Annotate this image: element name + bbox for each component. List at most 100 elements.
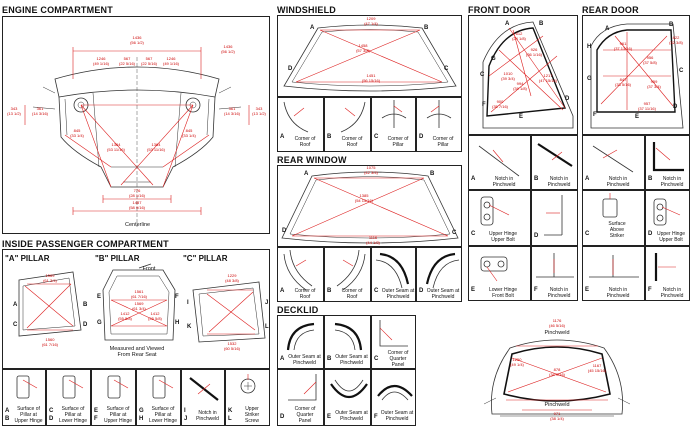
- front-door-drawing: [482, 21, 574, 129]
- decklid-detail-e-letter: E: [327, 414, 332, 420]
- rear-window-detail-a-letter: A: [280, 288, 285, 294]
- engine-centerline-label: Centerline: [125, 222, 151, 228]
- b-pillar-letter-e: E: [97, 294, 102, 300]
- rear-door-dim-3: 847 (33 5/16): [614, 77, 631, 87]
- engine-dim-6: 343 (13 1/2): [7, 106, 21, 116]
- inside-detail-gh-caption: Surface of Pillar at Lower Hinge: [148, 406, 178, 424]
- front-door-detail-e-caption: Lower Hinge Front Bolt: [488, 287, 518, 299]
- windshield-letter-c: C: [444, 66, 449, 72]
- front-door-letter-c: C: [480, 72, 485, 78]
- decklid-pinchweld-bottom: Pinchweld: [544, 402, 570, 408]
- decklid-detail-f-caption: Outer Seam at Pinchweld: [380, 410, 414, 422]
- rear-window-detail-c: C Outer Seam at Pinchweld: [371, 247, 416, 302]
- windshield-detail-b-letter: B: [327, 134, 332, 140]
- a-pillar-letter-b: B: [83, 302, 88, 308]
- b-pillar-note: Measured and Viewed From Rear Seat: [109, 346, 165, 358]
- front-door-detail-c: C Upper Hinge Upper Bolt: [468, 190, 531, 246]
- front-door-letter-b: B: [539, 21, 544, 27]
- inside-detail-cd-letter2: D: [49, 416, 54, 422]
- rear-door-detail-e: E Notch in Pinchweld: [582, 246, 645, 301]
- windshield-detail-b-caption: Corner of Roof: [341, 136, 363, 148]
- engine-title: ENGINE COMPARTMENT: [2, 5, 113, 15]
- decklid-detail-a-caption: Outer Seam at Pinchweld: [288, 354, 321, 366]
- decklid-dim-1: 1250 (49 1/4): [510, 357, 524, 367]
- rear-window-dim-1: 1385 (54 15/16): [354, 193, 374, 203]
- inside-detail-kl: K L Upper Striker Screw: [225, 369, 270, 426]
- rear-window-detail-c-letter: C: [374, 288, 379, 294]
- a-pillar-letter-d: D: [83, 322, 88, 328]
- engine-dim-12: 1364 (53 11/16): [107, 142, 125, 152]
- rear-door-detail-f-caption: Notch in Pinchweld: [660, 287, 684, 299]
- rear-window-letter-a: A: [304, 171, 309, 177]
- c-pillar-letter-i: I: [187, 300, 189, 306]
- decklid-detail-f-letter: F: [374, 414, 378, 420]
- b-pillar-title: "B" PILLAR: [95, 254, 140, 263]
- inside-detail-gh-letter: G: [139, 408, 144, 414]
- rear-door-title: REAR DOOR: [582, 5, 639, 15]
- rear-door-letter-b: B: [669, 22, 674, 28]
- rear-window-detail-b-caption: Corner of Roof: [341, 288, 363, 300]
- c-pillar-dim-1: 1532 (60 5/16): [223, 341, 240, 351]
- front-door-detail-e-letter: E: [471, 287, 476, 293]
- decklid-dim-2: 878 (34 9/16): [548, 367, 565, 377]
- engine-dim-1: 1246 (49 1/16): [92, 56, 109, 66]
- rear-door-detail-d-letter: D: [648, 231, 653, 237]
- windshield-detail-d: D Corner of Pillar: [416, 97, 462, 152]
- rear-door-letter-c: C: [679, 68, 684, 74]
- b-pillar-dim-3: 1412 (55 5/8): [148, 311, 162, 321]
- rear-window-drawing: [281, 171, 459, 244]
- front-door-dim-5: 900 (35 7/16): [491, 99, 508, 109]
- inside-detail-gh-letter2: H: [139, 416, 144, 422]
- front-door-detail-c-letter: C: [471, 231, 476, 237]
- decklid-detail-d: D Corner of Quarter Panel: [277, 369, 324, 426]
- rear-door-detail-f: F Notch in Pinchweld: [645, 246, 690, 301]
- b-pillar-dim-2: 1412 (55 5/8): [118, 311, 132, 321]
- rear-door-letter-f: F: [593, 112, 597, 118]
- front-door-letter-a: A: [505, 21, 510, 27]
- inside-detail-ef: E F Surface of Pillar at Upper Hinge: [91, 369, 136, 426]
- front-door-dim-1: 1010 (39 3/4): [501, 71, 515, 81]
- rear-door-detail-e-caption: Notch in Pinchweld: [606, 287, 630, 299]
- inside-detail-cd-caption: Surface of Pillar at Lower Hinge: [58, 406, 88, 424]
- front-door-dim-4: 994 (39 1/8): [513, 81, 527, 91]
- front-door-letter-g: G: [491, 56, 496, 62]
- front-door-letter-f: F: [482, 102, 486, 108]
- front-door-title: FRONT DOOR: [468, 5, 531, 15]
- decklid-detail-c-letter: C: [374, 356, 379, 362]
- front-door-detail-d-letter: D: [534, 233, 539, 239]
- engine-dim-9: 343 (13 1/2): [252, 106, 266, 116]
- rear-door-letter-h: H: [587, 44, 592, 50]
- decklid-detail-b-caption: Outer Seam at Pinchweld: [335, 354, 368, 366]
- inside-detail-cd: C D Surface of Pillar at Lower Hinge: [46, 369, 91, 426]
- b-pillar-front-label: Front: [142, 266, 156, 272]
- decklid-dim-4: 971 (38 1/4): [550, 411, 564, 421]
- front-door-letter-e: E: [519, 114, 524, 120]
- windshield-dim-0: 1209 (47 1/4): [364, 16, 378, 26]
- front-door-detail-f: F Notch in Pinchweld: [531, 246, 578, 301]
- decklid-main: 1176 (46 5/16) Pinchweld 1250 (49 1/4) 8…: [482, 318, 632, 426]
- front-door-panel: A B C D E F G 612 (24 1/8) 1010 (39 3/4)…: [468, 15, 578, 135]
- rear-door-dim-2: 956 (37 5/8): [643, 55, 657, 65]
- rear-door-letter-e: E: [635, 114, 640, 120]
- rear-door-dim-5: 957 (37 11/16): [638, 101, 656, 111]
- decklid-main-drawing: [483, 339, 631, 417]
- a-pillar-letter-a: A: [13, 302, 18, 308]
- decklid-pinchweld-top: Pinchweld: [544, 330, 570, 336]
- engine-dim-10: 845 (33 1/4): [70, 128, 84, 138]
- decklid-detail-d-caption: Corner of Quarter Panel: [294, 406, 316, 424]
- rear-window-dim-2: 1116 (44 1/8): [366, 235, 380, 245]
- front-door-detail-f-letter: F: [534, 287, 538, 293]
- rear-window-detail-d-letter: D: [419, 288, 424, 294]
- rear-door-dim-1: 961 (37 13/16): [613, 41, 633, 51]
- rear-window-letter-b: B: [430, 171, 435, 177]
- rear-window-detail-b-letter: B: [327, 288, 332, 294]
- rear-window-title: REAR WINDOW: [277, 155, 347, 165]
- b-pillar-letter-h: H: [175, 320, 180, 326]
- rear-window-detail-a: A Corner of Roof: [277, 247, 324, 302]
- engine-dim-0: 1436 (56 1/2): [130, 35, 144, 45]
- rear-window-letter-d: D: [282, 228, 287, 234]
- windshield-letter-a: A: [310, 25, 315, 31]
- rear-door-dim-0: 822 (32 3/8): [669, 35, 683, 45]
- front-door-detail-b: B Notch in Pinchweld: [531, 135, 578, 190]
- inside-detail-ab-letter2: B: [5, 416, 10, 422]
